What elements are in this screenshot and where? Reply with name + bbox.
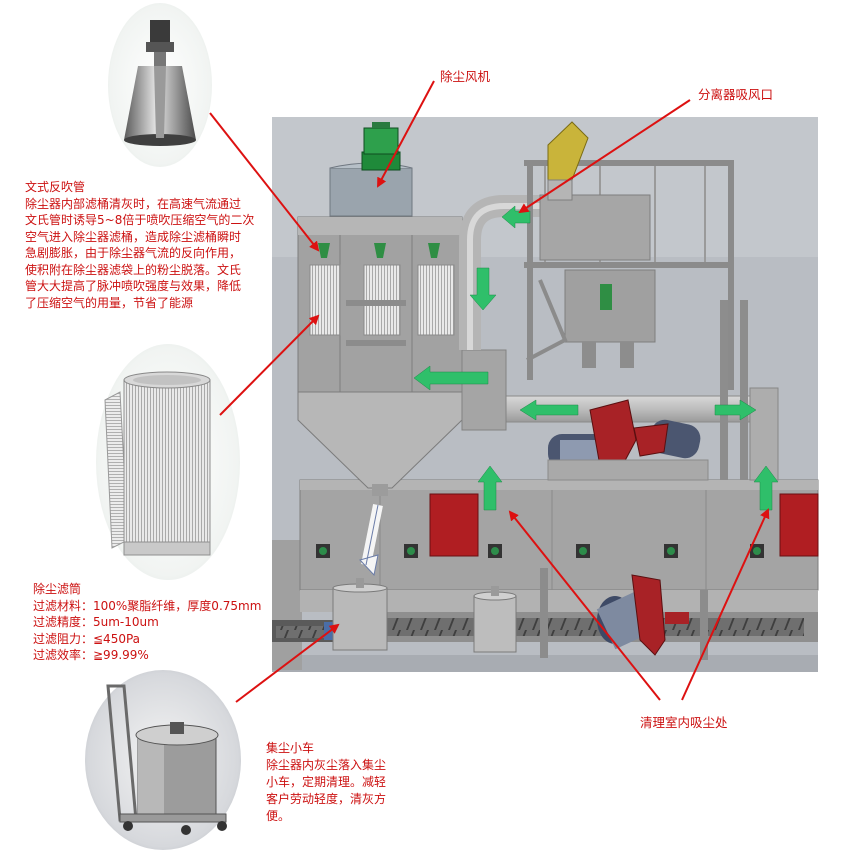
venturi-description: 文式反吹管 除尘器内部滤桶清灰时，在高速气流通过 文氏管时诱导5~8倍于喷吹压缩… (25, 179, 270, 311)
callout-arrow-filter (219, 314, 320, 416)
yellow-cyclone (547, 121, 589, 201)
screw-conveyor (384, 618, 804, 636)
callout-arrow-fan (377, 80, 435, 188)
flow-arrow-up-left (477, 465, 503, 511)
filter-title: 除尘滤筒 (33, 582, 82, 596)
venturi-line: 除尘器内部滤桶清灰时，在高速气流通过 (25, 196, 242, 211)
red-door-right (779, 493, 819, 557)
filter-description: 除尘滤筒 过滤材料：100%聚脂纤维，厚度0.75mm 过滤精度：5um-10u… (33, 581, 273, 664)
filter-spec-line: 过滤效率：≧99.99% (33, 648, 149, 662)
venturi-line: 急剧膨胀，由于除尘器气流的反向作用， (25, 246, 242, 260)
left-frame (272, 540, 302, 670)
flow-arrow-duct-right (714, 399, 757, 421)
dust-cart-inset (85, 670, 241, 850)
venturi-tube-inset (108, 3, 212, 167)
dust-fan (329, 122, 413, 217)
flow-arrow-down (469, 267, 497, 311)
flow-arrow-left (413, 365, 489, 391)
filter-spec-line: 过滤材料：100%聚脂纤维，厚度0.75mm (33, 598, 262, 613)
flow-arrow-up-right (753, 465, 779, 511)
red-door-left (429, 493, 479, 557)
filter-spec-line: 过滤精度：5um-10um (33, 615, 159, 629)
dust-bin-left (332, 578, 388, 651)
separator-inlet-label: 分离器吸风口 (698, 87, 774, 102)
filter-cartridge-inset (96, 344, 240, 580)
green-bolts (316, 544, 764, 558)
lower-suction-unit (596, 574, 689, 656)
cart-line: 客户劳动轻度，清灰方 (266, 792, 387, 806)
venturi-line: 使积附在除尘器滤袋上的粉尘脱落。文氏 (25, 262, 242, 277)
fan-label: 除尘风机 (440, 69, 491, 84)
filter-cartridge-1 (309, 264, 341, 336)
venturi-line: 空气进入除尘器滤桶，造成除尘滤桶瞬时 (25, 229, 242, 244)
callout-arrow-suction-2 (681, 508, 770, 701)
venturi-line: 管大大提高了脉冲喷吹强度与效果，降低 (25, 279, 242, 293)
cart-line: 小车，定期清理。减轻 (266, 775, 387, 789)
cart-description: 集尘小车 除尘器内灰尘落入集尘 小车，定期清理。减轻 客户劳动轻度，清灰方 便。 (266, 740, 416, 825)
cart-line: 除尘器内灰尘落入集尘 (266, 758, 387, 772)
callout-arrow-venturi (209, 112, 320, 252)
callout-arrow-separator (518, 99, 691, 214)
cart-title: 集尘小车 (266, 741, 315, 755)
callout-arrow-cart (235, 623, 340, 703)
separator-structure (524, 160, 734, 390)
callout-arrows (209, 80, 770, 703)
callout-arrow-suction-1 (508, 510, 661, 701)
chamber-suction-label: 清理室内吸尘处 (640, 715, 728, 730)
filter-spec-line: 过滤阻力：≦450Pa (33, 631, 141, 646)
cleaning-chamber (299, 479, 819, 591)
flow-arrow-duct-left (519, 399, 579, 421)
venturi-line: 了压缩空气的用量，节省了能源 (25, 295, 194, 310)
venturi-line: 文氏管时诱导5~8倍于喷吹压缩空气的二次 (25, 213, 255, 227)
venturi-title: 文式反吹管 (25, 180, 86, 194)
cart-line: 便。 (266, 809, 291, 823)
dust-bin-middle (473, 586, 517, 653)
airflow-arrows (413, 205, 779, 511)
venturi-nozzles (318, 243, 440, 258)
filter-cartridge-3 (417, 264, 455, 336)
